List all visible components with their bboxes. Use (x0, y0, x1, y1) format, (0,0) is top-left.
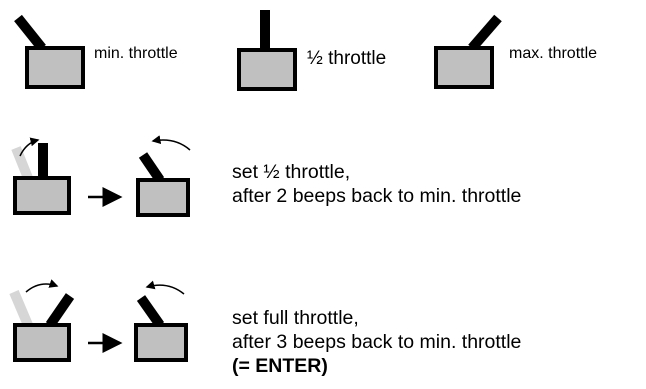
step1-line2: after 2 beeps back to min. throttle (232, 185, 522, 207)
throttle-box (434, 46, 494, 89)
motion-arrow (151, 135, 191, 151)
throttle-box (13, 323, 71, 362)
position-min (14, 14, 85, 89)
label-min-throttle: min. throttle (94, 45, 178, 62)
step1-start (11, 137, 71, 215)
motion-arrow (145, 280, 185, 295)
position-half (237, 10, 297, 91)
position-max (434, 14, 502, 89)
throttle-box (13, 176, 71, 215)
throttle-box (134, 323, 188, 362)
throttle-lever (136, 295, 165, 328)
throttle-lever (45, 293, 75, 328)
throttle-lever (138, 152, 165, 183)
motion-arrow (25, 279, 59, 293)
label-max-throttle: max. throttle (509, 45, 598, 62)
throttle-box (237, 48, 297, 91)
ghost-lever (9, 290, 33, 327)
step1-line1: set ½ throttle, (232, 161, 351, 183)
step2-line3: (= ENTER) (232, 355, 328, 377)
step1-end (136, 135, 191, 217)
throttle-box (136, 178, 190, 217)
step2-start (9, 279, 75, 362)
throttle-lever (468, 14, 502, 52)
step2-line1: set full throttle, (232, 307, 359, 329)
throttle-box (25, 46, 85, 89)
label-half-throttle: ½ throttle (307, 48, 387, 69)
step2-end (134, 280, 188, 362)
motion-arrow (19, 137, 40, 157)
step2-line2: after 3 beeps back to min. throttle (232, 331, 522, 353)
ghost-lever (11, 146, 33, 180)
throttle-lever (14, 14, 46, 52)
